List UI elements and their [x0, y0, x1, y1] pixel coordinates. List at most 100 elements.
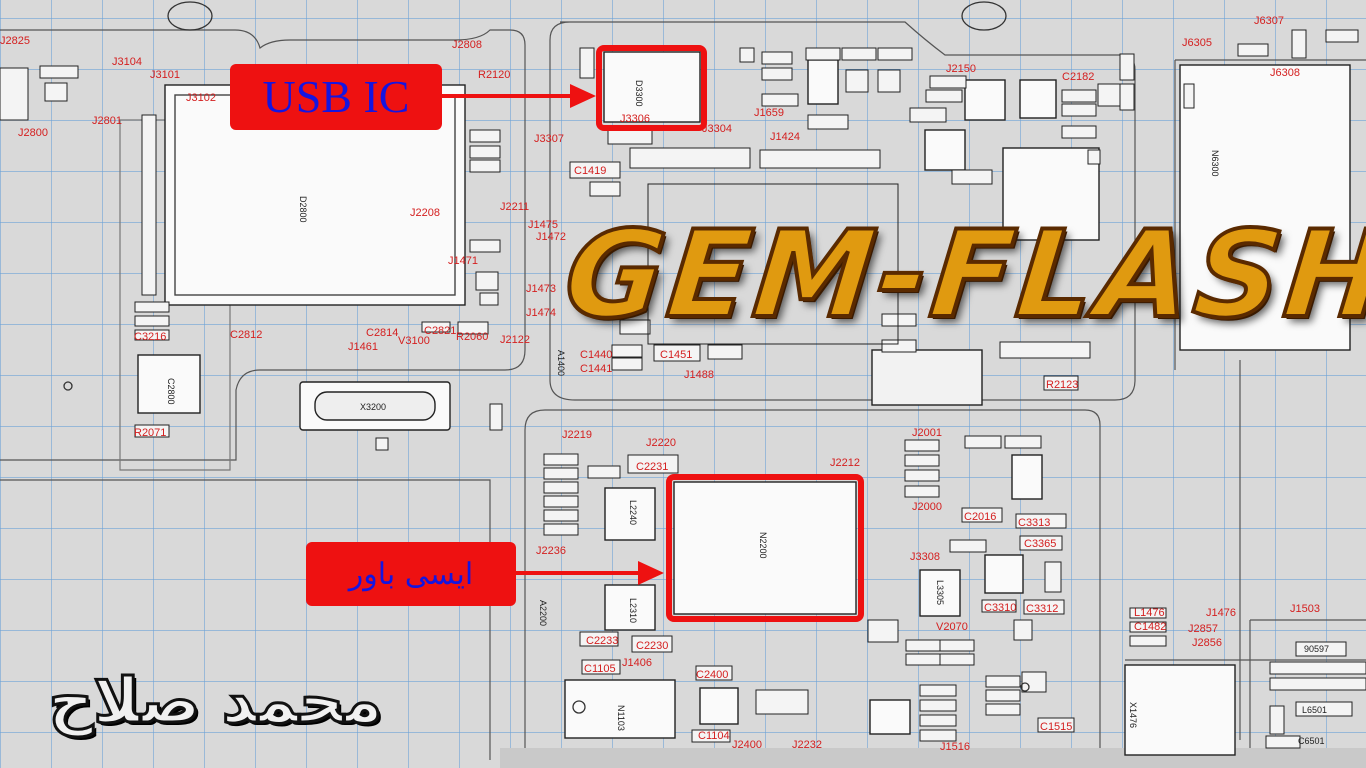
usb-ic-label: USB IC: [262, 71, 410, 122]
board-mark-57: [627, 454, 679, 474]
board-mark-175: J1471: [448, 255, 478, 267]
board-mark-199: J2150: [946, 63, 976, 75]
board-mark-180: J2122: [500, 334, 530, 346]
board-mark-179: R2060: [456, 331, 488, 343]
board-mark-202: J6307: [1254, 15, 1284, 27]
board-mark-173: J2208: [410, 207, 440, 219]
board-mark-211: J2001: [912, 427, 942, 439]
board-mark-200: C2182: [1062, 71, 1094, 83]
chip-l3305: [919, 569, 961, 617]
board-mark-186: J3306: [620, 113, 650, 125]
board-mark-163: L6501: [1302, 705, 1327, 715]
board-mark-123: [1061, 125, 1097, 139]
board-mark-215: J1516: [940, 741, 970, 753]
board-mark-80: [964, 435, 1002, 449]
board-mark-10: [500, 748, 1366, 768]
board-mark-128: [1291, 29, 1307, 59]
board-mark-137: [629, 147, 751, 169]
board-mark-53: [611, 344, 643, 358]
passives: [0, 29, 1366, 749]
board-mark-83: [1015, 513, 1067, 529]
board-mark-234: C1482: [1134, 621, 1166, 633]
board-mark-129: [1325, 29, 1359, 43]
board-mark-100: [1129, 621, 1167, 633]
board-mark-144: [167, 1, 213, 31]
board-mark-155: C2800: [166, 378, 176, 405]
board-mark-93: [919, 729, 957, 742]
board-mark-160: L2240: [628, 500, 638, 525]
board-mark-213: J3308: [910, 551, 940, 563]
board-mark-209: J2400: [732, 739, 762, 751]
board-mark-102: [1295, 641, 1347, 657]
board-mark-206: J2212: [830, 457, 860, 469]
board-mark-182: V3100: [398, 335, 430, 347]
chip-n6300: [1179, 64, 1351, 351]
board-mark-158: A1400: [556, 350, 566, 376]
board-mark-198: J1424: [770, 131, 800, 143]
board-mark-49: [457, 321, 489, 335]
board-mark-107: [1269, 705, 1285, 735]
board-mark-191: J1472: [536, 231, 566, 243]
board-mark-183: C3216: [134, 331, 166, 343]
board-mark-119: [925, 89, 963, 103]
board-mark-205: J2220: [646, 437, 676, 449]
board-mark-142: [489, 403, 503, 431]
board-mark-238: [638, 561, 664, 585]
board-mark-125: [1119, 53, 1135, 81]
board-mark-135: [881, 339, 917, 353]
board-mark-86: [981, 599, 1017, 613]
board-mark-154: N1103: [616, 705, 626, 731]
board-mark-109: [761, 51, 793, 65]
board-mark-54: [611, 357, 643, 371]
board-mark-214: V2070: [936, 621, 968, 633]
board-mark-63: [543, 509, 579, 522]
board-mark-127: [1237, 43, 1269, 57]
board-mark-221: C2233: [586, 635, 618, 647]
board-mark-236: [570, 84, 596, 108]
board-mark-178: C2821: [424, 325, 456, 337]
board-mark-98: [1037, 717, 1075, 733]
board-mark-118: [909, 107, 947, 123]
board-mark-66: [631, 635, 673, 653]
board-mark-193: J1474: [526, 307, 556, 319]
board-mark-91: [919, 699, 957, 712]
board-mark-46: [475, 271, 499, 291]
board-mark-126: [1119, 83, 1135, 111]
board-mark-208: J1406: [622, 657, 652, 669]
board-mark-165: J2825: [0, 35, 30, 47]
board-mark-169: J2801: [92, 115, 122, 127]
board-mark-87: [1023, 599, 1065, 615]
chip-d2400: [699, 687, 739, 725]
board-mark-195: C1440: [580, 349, 612, 361]
board-mark-76: [904, 439, 940, 452]
board-mark-136: [999, 341, 1091, 359]
power-ic-label: ايسى باور: [348, 556, 474, 592]
board-mark-41: [141, 114, 157, 296]
board-mark-73: [905, 653, 941, 666]
board-mark-141: [375, 437, 389, 451]
board-mark-110: [761, 67, 793, 81]
board-mark-134: [881, 313, 917, 327]
board-mark-113: [877, 47, 913, 61]
chip-l2310: [604, 584, 656, 631]
chip-l2240: [604, 487, 656, 541]
board-mark-228: C3313: [1018, 517, 1050, 529]
board-mark-172: R2120: [478, 69, 510, 81]
board-mark-174: J2211: [500, 201, 529, 213]
board-mark-166: J3104: [112, 56, 142, 68]
chip-c2800: [137, 354, 201, 414]
board-mark-159: L3305: [935, 580, 945, 605]
board-mark-112: [841, 47, 877, 61]
board-mark-96: [985, 703, 1021, 716]
board-mark-33: [871, 349, 983, 406]
fiducials: [63, 1, 1030, 714]
board-mark-185: J3307: [534, 133, 564, 145]
board-mark-223: C1105: [584, 663, 616, 675]
chip-c2151: [1019, 79, 1057, 119]
chip-n2200: [673, 481, 857, 615]
board-mark-77: [904, 454, 940, 467]
board-mark-132: [1087, 149, 1101, 165]
board-mark-171: J2808: [452, 39, 482, 51]
chip-d3300: [603, 51, 701, 123]
board-mark-207: J2236: [536, 545, 566, 557]
